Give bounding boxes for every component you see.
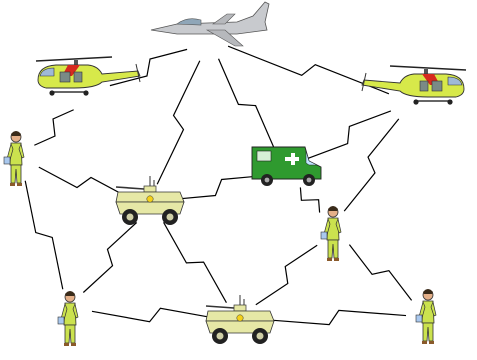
radio-link (156, 60, 201, 185)
radio-link (91, 307, 219, 323)
armored-vehicle-icon (205, 294, 275, 345)
helicopter-icon (35, 56, 141, 97)
radio-link (255, 244, 318, 306)
radio-link (343, 118, 400, 212)
radio-link (24, 180, 64, 290)
soldier-icon (415, 288, 437, 345)
helicopter-icon (361, 65, 467, 106)
radio-link (348, 244, 413, 301)
links-layer (24, 45, 413, 326)
radio-link (109, 48, 188, 87)
radio-link (163, 222, 227, 303)
radio-link (227, 45, 390, 95)
radio-link (305, 110, 392, 160)
radio-link (261, 309, 407, 326)
ambulance-icon (251, 146, 322, 187)
radio-link (299, 187, 321, 213)
radio-link (82, 222, 138, 293)
fighter-jet-icon (150, 1, 270, 47)
radio-link (38, 166, 130, 199)
radio-link (34, 109, 74, 146)
soldier-icon (3, 130, 25, 187)
soldier-icon (57, 290, 79, 347)
radio-link (217, 58, 277, 152)
radio-link (171, 174, 266, 201)
armored-vehicle-icon (115, 175, 185, 226)
soldier-icon (320, 205, 342, 262)
